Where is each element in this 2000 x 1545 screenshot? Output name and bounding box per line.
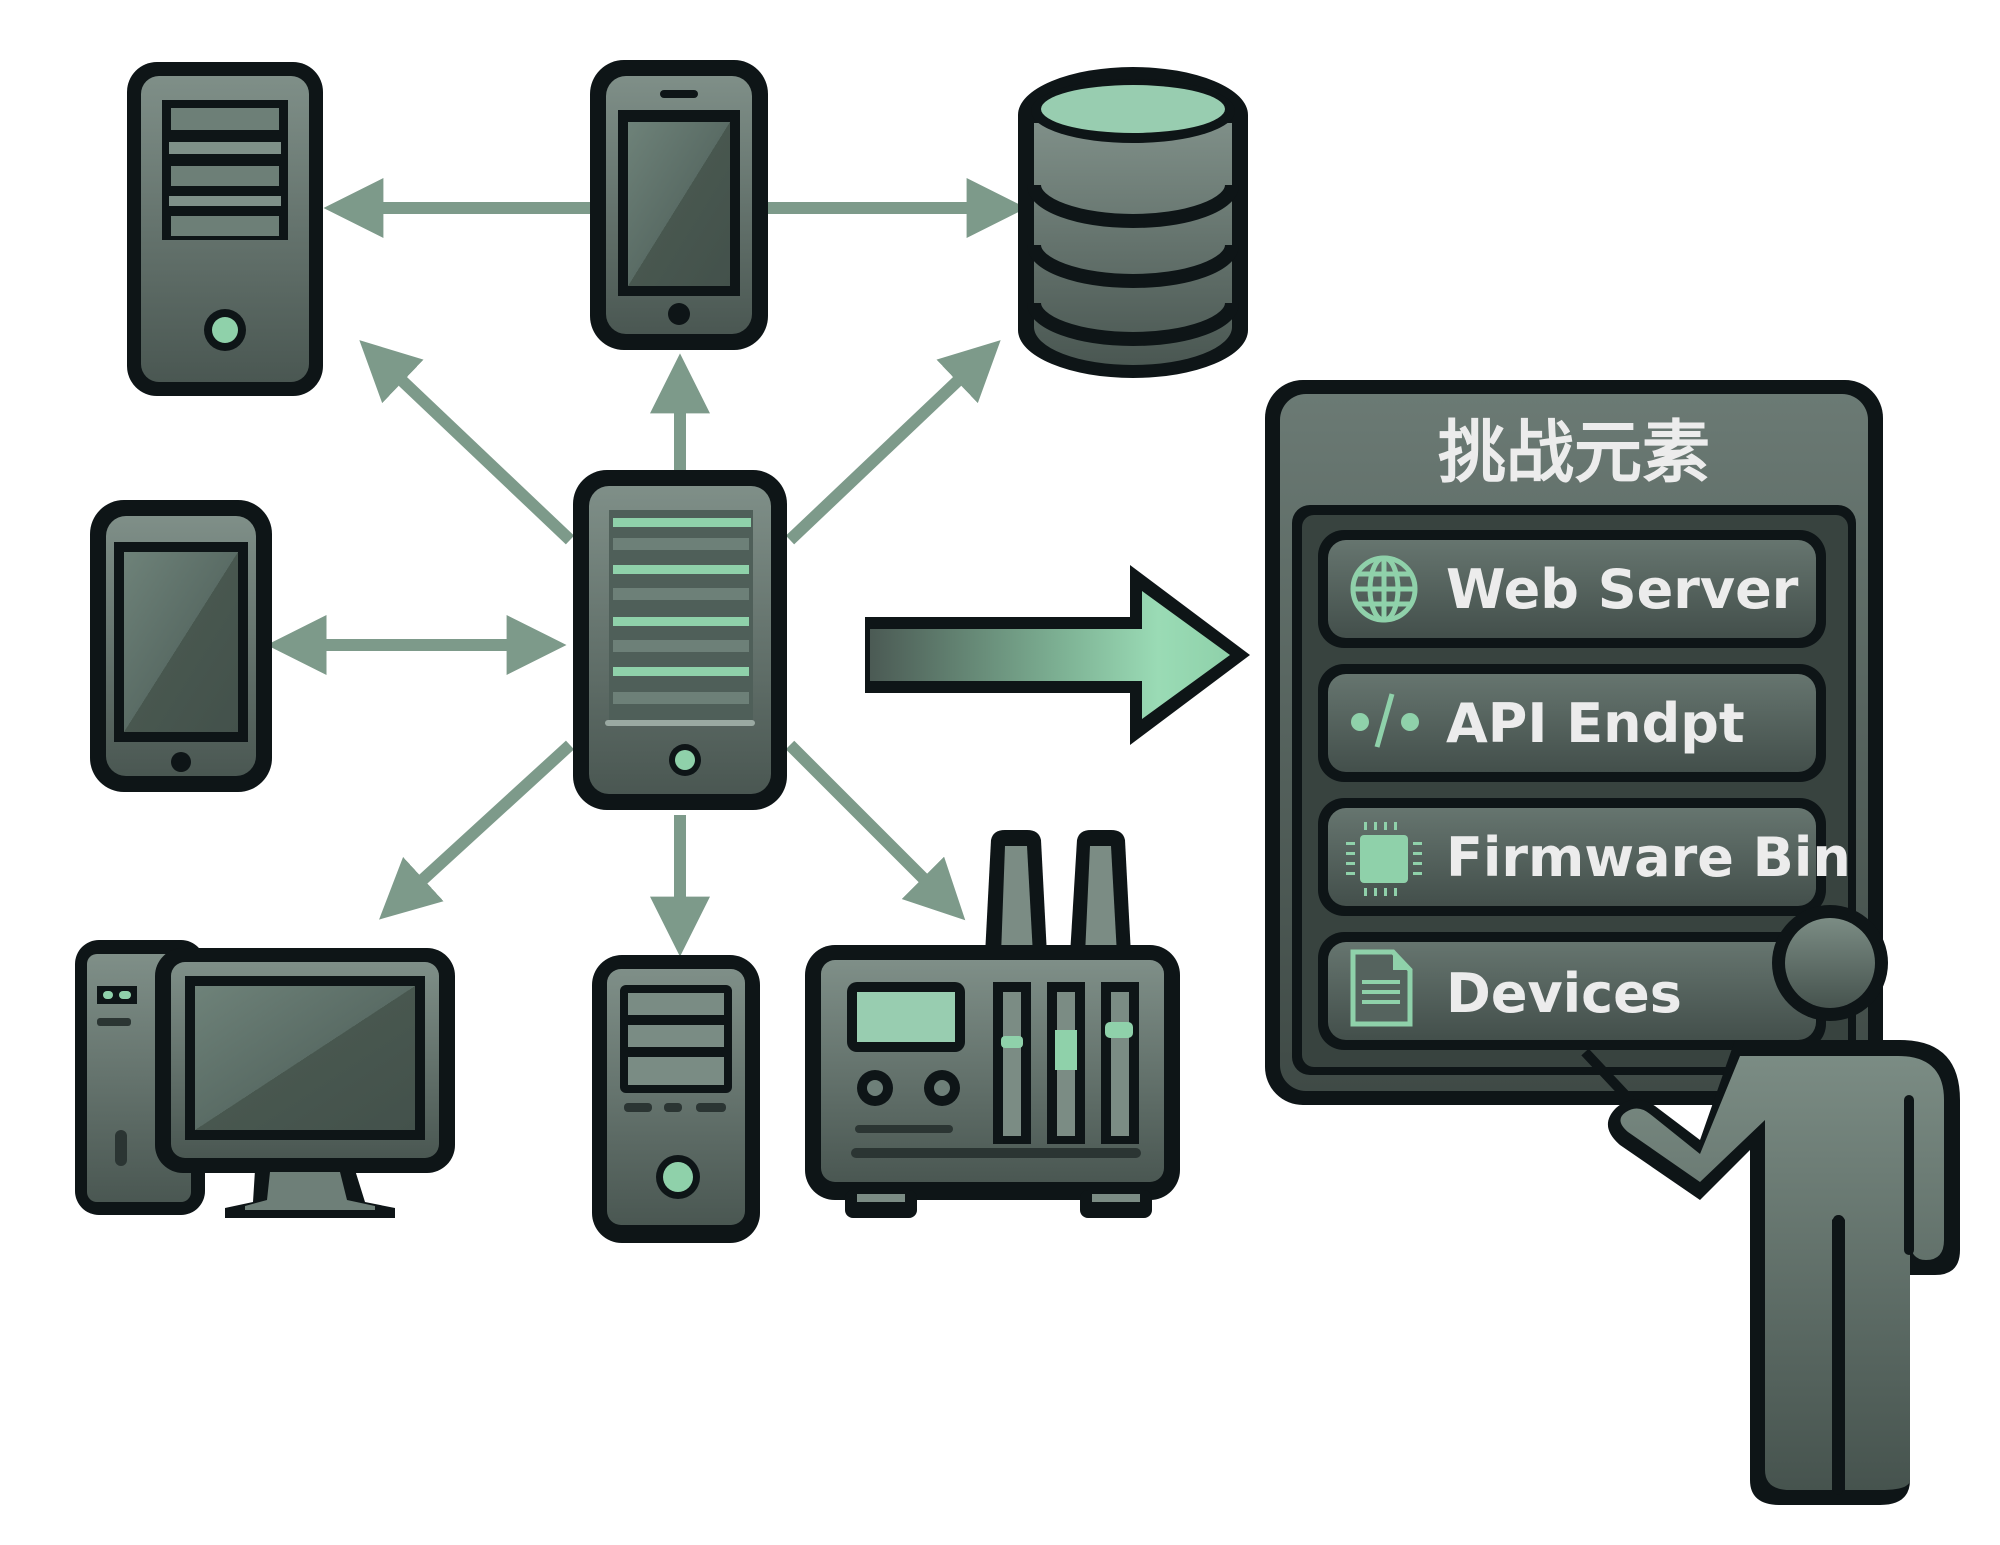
desktop-computer-icon	[75, 940, 455, 1218]
panel-title: 挑战元素	[1438, 414, 1710, 493]
router-icon	[805, 830, 1180, 1218]
panel-item-label: API Endpt	[1446, 692, 1745, 755]
arrow-to-router	[785, 740, 966, 921]
tablet-icon	[90, 500, 272, 792]
pc-tower-icon	[592, 955, 760, 1243]
panel-item-firmware-bin[interactable]: Firmware Bin	[1318, 798, 1851, 916]
central-server-hub-icon	[573, 470, 787, 810]
document-icon	[1350, 949, 1413, 1027]
database-icon	[1018, 67, 1248, 378]
panel-item-label: Firmware Bin	[1446, 826, 1851, 889]
server-tower-icon	[127, 62, 323, 396]
panel-item-api-endpoint[interactable]: API Endpt	[1318, 664, 1826, 782]
smartphone-icon	[590, 60, 768, 350]
panel-item-devices[interactable]: Devices	[1318, 932, 1826, 1050]
panel-item-label: Web Server	[1446, 558, 1799, 621]
code-icon	[1351, 693, 1419, 748]
arrow-right-icon	[865, 565, 1250, 745]
panel-item-web-server[interactable]: Web Server	[1318, 530, 1826, 648]
globe-icon	[1350, 555, 1418, 623]
arrow-to-desktop	[379, 740, 575, 920]
challenge-elements-panel: 挑战元素 Web Server	[1265, 380, 1883, 1105]
panel-item-label: Devices	[1446, 962, 1682, 1025]
arrow-to-tower-top-left-diag	[359, 340, 575, 545]
person-presenter-icon	[1581, 905, 1960, 1505]
chip-icon	[1346, 822, 1422, 896]
connector-arrows	[266, 178, 1027, 957]
arrow-to-database-diag	[785, 340, 1001, 545]
